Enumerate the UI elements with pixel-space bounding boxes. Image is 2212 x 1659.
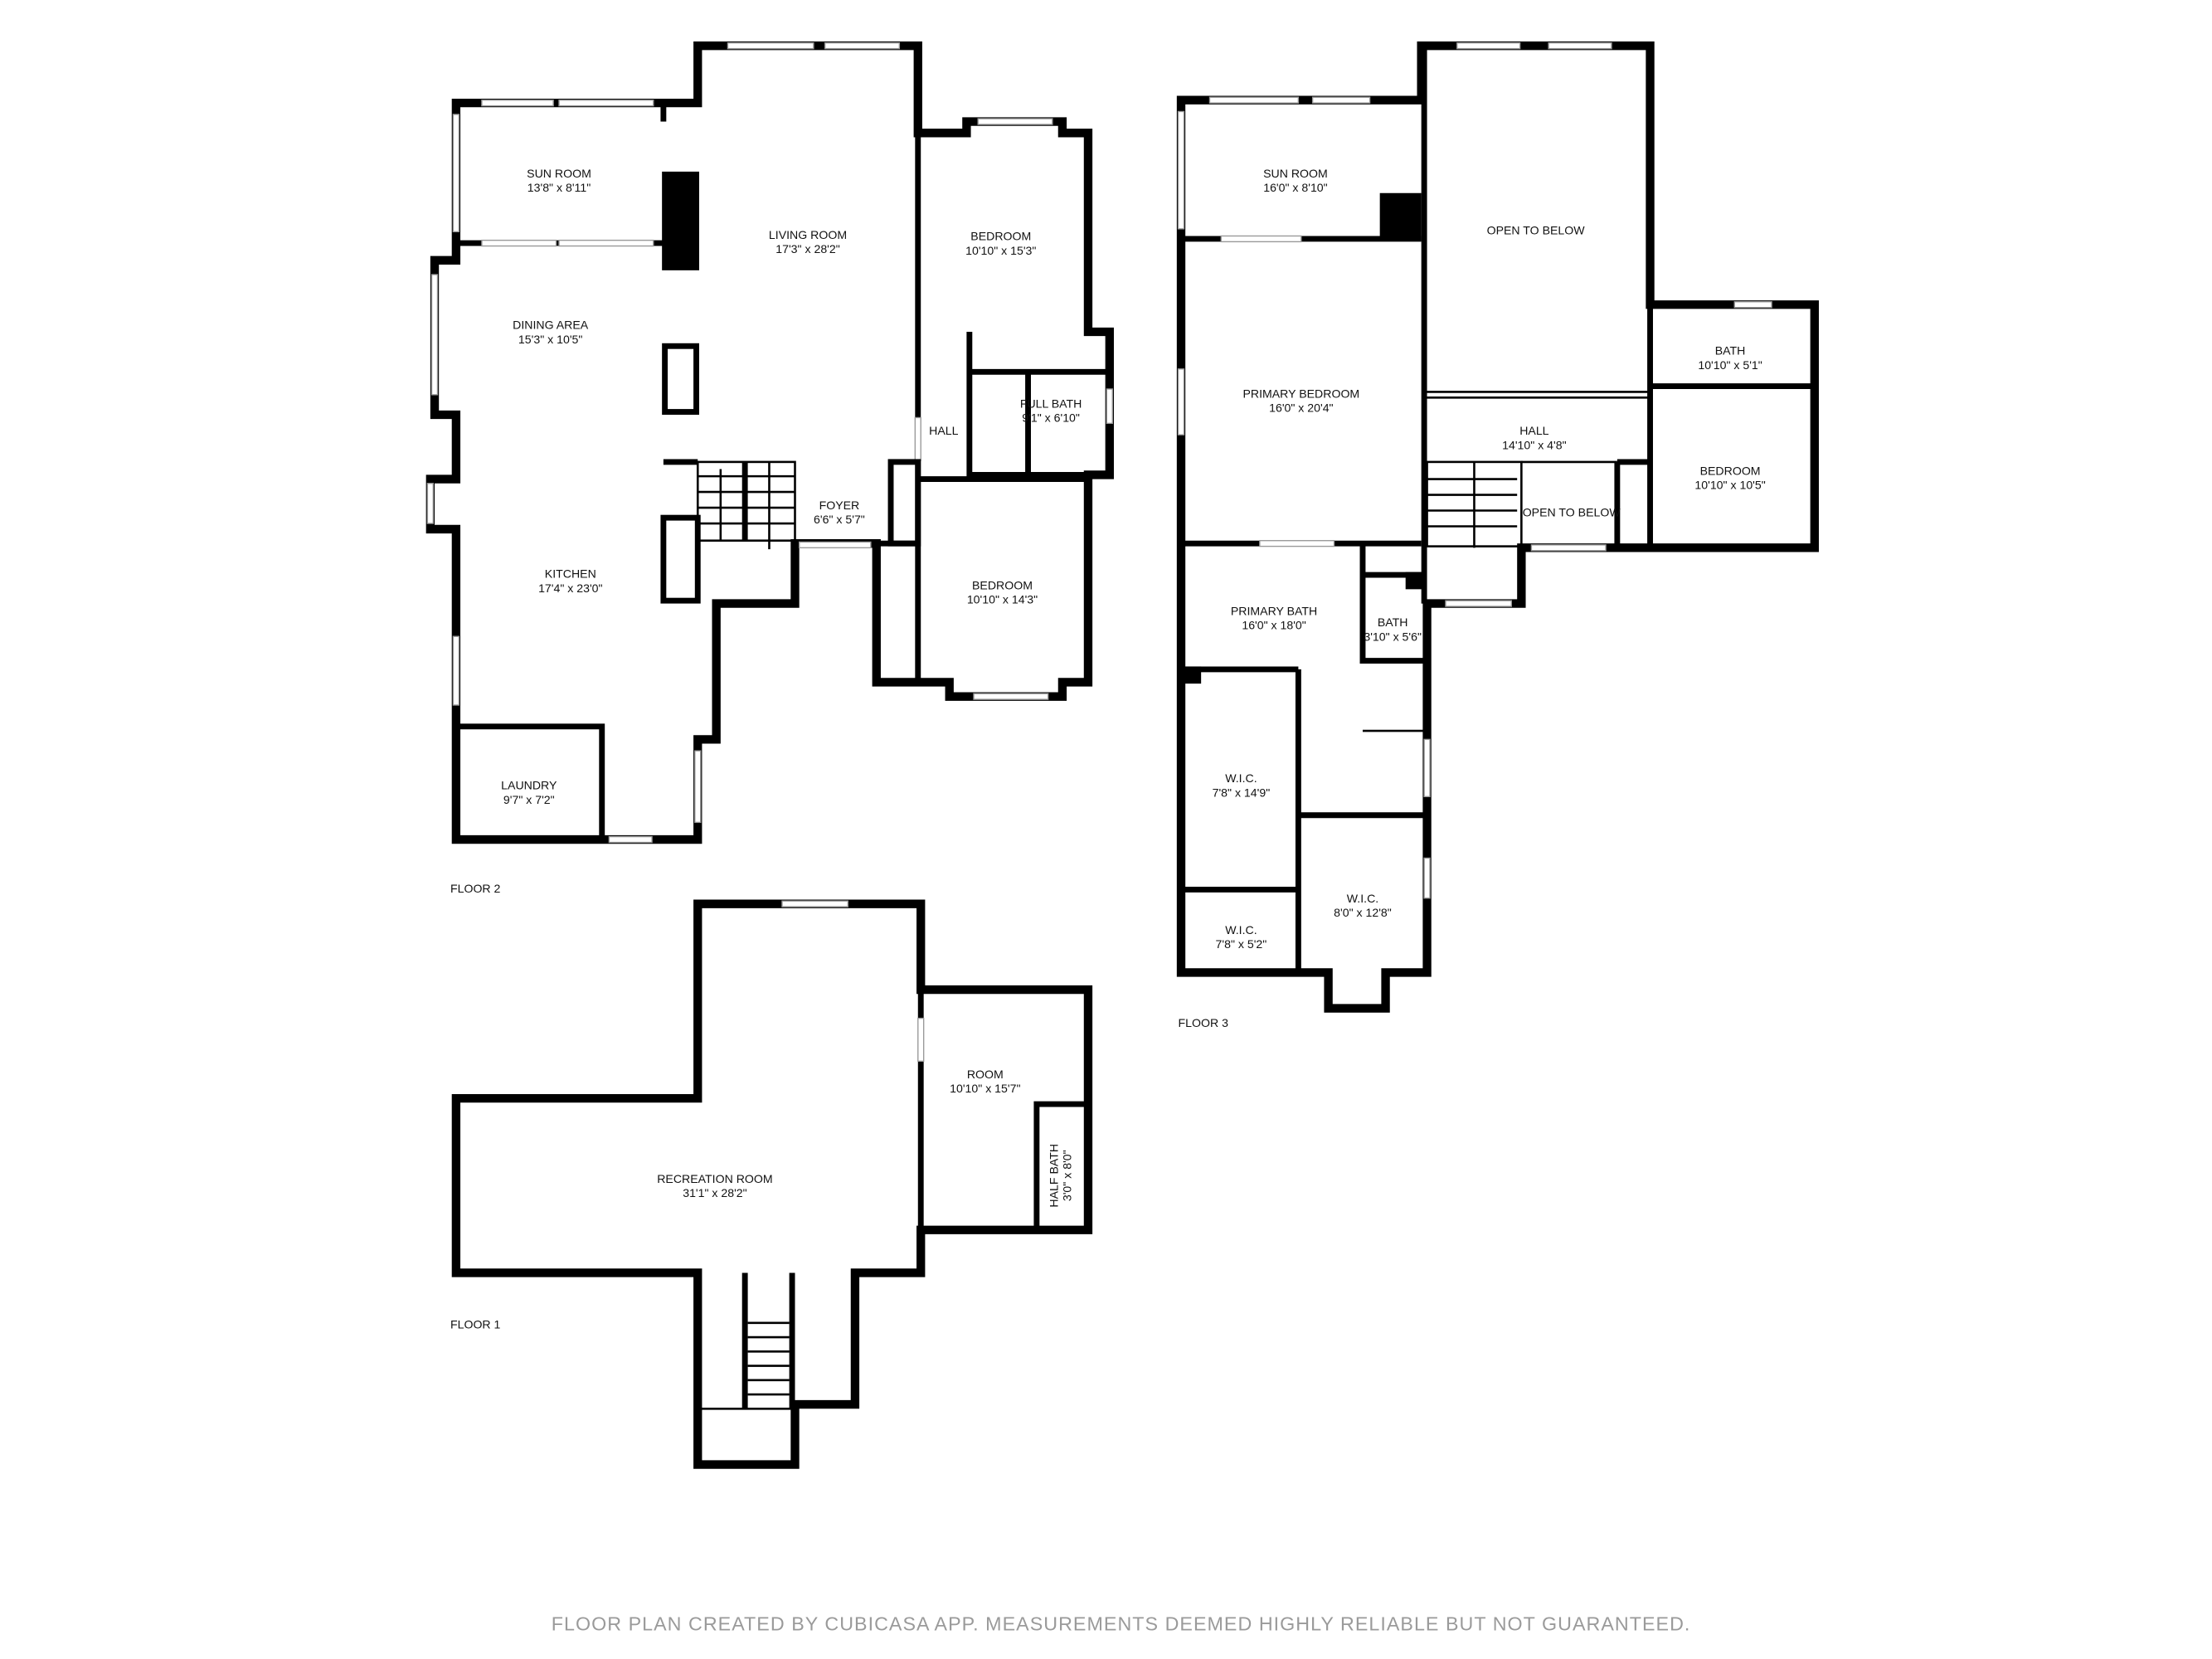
room-name: ROOM xyxy=(967,1068,1004,1081)
fireplace xyxy=(662,171,699,270)
room-dimensions: 17'3" x 28'2" xyxy=(775,242,839,255)
floor-label: FLOOR 3 xyxy=(1179,1016,1229,1029)
room-dimensions: 13'8" x 8'11" xyxy=(527,181,591,194)
room-name: BATH xyxy=(1715,344,1746,358)
floor-1: ROOM 10'10" x 15'7" HALF BATH 3'0" x 8'0… xyxy=(450,899,1093,1469)
room-name: BEDROOM xyxy=(972,578,1033,591)
room-dimensions: 10'10" x 15'7" xyxy=(950,1082,1020,1095)
room-dimensions: 16'0" x 8'10" xyxy=(1263,181,1327,194)
room-name: HALF BATH xyxy=(1048,1144,1061,1208)
room-dimensions: 10'10" x 10'5" xyxy=(1694,479,1765,492)
floor-3-room-labels: SUN ROOM 16'0" x 8'10" OPEN TO BELOW PRI… xyxy=(1213,167,1766,951)
room-name: BATH xyxy=(1378,615,1408,629)
room-name: OPEN TO BELOW xyxy=(1487,224,1586,237)
room-dimensions: 10'10" x 15'3" xyxy=(965,244,1036,257)
room-dimensions: 7'8" x 5'2" xyxy=(1216,937,1267,951)
column xyxy=(1405,572,1425,590)
room-name: DINING AREA xyxy=(513,319,589,332)
room-name: W.I.C. xyxy=(1225,771,1257,785)
floor-2-room-labels: SUN ROOM 13'8" x 8'11" LIVING ROOM 17'3"… xyxy=(501,167,1082,806)
room-dimensions: 3'10" x 5'6" xyxy=(1364,630,1422,643)
room-name: KITCHEN xyxy=(545,567,596,581)
room-name: W.I.C. xyxy=(1225,923,1257,937)
kitchen-island xyxy=(662,343,699,415)
room-name: SUN ROOM xyxy=(527,167,591,180)
room-name: OPEN TO BELOW xyxy=(1523,505,1621,518)
room-name: PRIMARY BEDROOM xyxy=(1242,387,1359,400)
room-name: LAUNDRY xyxy=(501,779,557,792)
room-name: FOYER xyxy=(819,499,860,512)
room-name: HALL xyxy=(1519,424,1548,437)
room-name: PRIMARY BATH xyxy=(1231,604,1317,617)
room-dimensions: 31'1" x 28'2" xyxy=(683,1186,746,1199)
room-name: BEDROOM xyxy=(970,230,1031,243)
fireplace xyxy=(1379,192,1422,241)
room-dimensions: 14'10" x 4'8" xyxy=(1502,438,1566,451)
floor-label: FLOOR 2 xyxy=(450,882,501,895)
room-dimensions: 10'10" x 5'1" xyxy=(1698,358,1762,372)
pantry xyxy=(660,514,701,604)
floor-2-outer-wall xyxy=(425,41,1114,844)
room-dimensions: 16'0" x 20'4" xyxy=(1269,401,1333,415)
room-dimensions: 17'4" x 23'0" xyxy=(538,581,602,595)
room-dimensions: 10'10" x 14'3" xyxy=(967,593,1038,606)
disclaimer-footer: FLOOR PLAN CREATED BY CUBICASA APP. MEAS… xyxy=(552,1613,1691,1635)
room-name: FULL BATH xyxy=(1020,397,1082,410)
room-dimensions: 16'0" x 18'0" xyxy=(1242,619,1305,632)
room-dimensions: 9'1" x 6'10" xyxy=(1022,411,1080,425)
floor-label: FLOOR 1 xyxy=(450,1318,501,1331)
room-dimensions: 3'0" x 8'0" xyxy=(1060,1150,1073,1201)
room-dimensions: 9'7" x 7'2" xyxy=(503,793,555,806)
floor-3: SUN ROOM 16'0" x 8'10" OPEN TO BELOW PRI… xyxy=(1176,41,1819,1029)
wall xyxy=(966,332,1110,478)
stairs xyxy=(1426,460,1617,548)
room-name: SUN ROOM xyxy=(1263,167,1328,180)
window xyxy=(781,900,848,907)
room-dimensions: 7'8" x 14'9" xyxy=(1213,786,1271,799)
closet xyxy=(887,459,921,547)
floor-2: SUN ROOM 13'8" x 8'11" LIVING ROOM 17'3"… xyxy=(425,41,1114,895)
room-dimensions: 8'0" x 12'8" xyxy=(1334,906,1392,919)
room-name: BEDROOM xyxy=(1700,464,1761,477)
room-name: LIVING ROOM xyxy=(769,228,847,241)
room-dimensions: 6'6" x 5'7" xyxy=(814,513,865,526)
doorway xyxy=(917,1017,925,1062)
room-name: W.I.C. xyxy=(1347,892,1378,905)
stairs xyxy=(698,1272,795,1410)
floor-3-windows xyxy=(1177,42,1772,899)
half-bath-wall xyxy=(1033,1101,1088,1230)
room-name: RECREATION ROOM xyxy=(657,1172,772,1185)
floor-2-windows xyxy=(426,42,1113,824)
room-name: HALL xyxy=(929,424,958,437)
wall xyxy=(1359,543,1425,664)
floor-1-room-labels: ROOM 10'10" x 15'7" HALF BATH 3'0" x 8'0… xyxy=(657,1068,1073,1208)
laundry-wall xyxy=(455,723,605,840)
room-dimensions: 15'3" x 10'5" xyxy=(518,333,582,346)
stairs xyxy=(696,460,796,550)
